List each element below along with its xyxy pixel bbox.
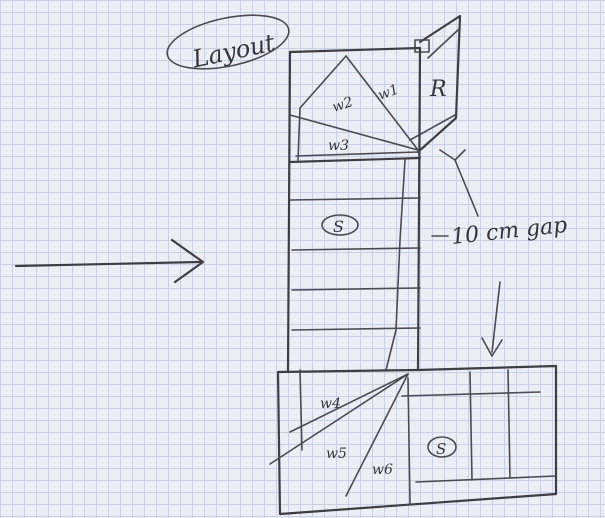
upper-flight-oval [321, 214, 359, 236]
room-label-w5: w5 [326, 446, 347, 462]
title-text: Layout [189, 29, 278, 74]
lower-flight-label: S [436, 440, 446, 458]
gap-annotation: 10 cm gap [431, 149, 568, 357]
room-label-w3: w3 [328, 138, 349, 154]
upper-flight: w1 w2 w3 S [286, 46, 422, 374]
title-oval [166, 14, 290, 70]
room-label-w2: w2 [330, 94, 355, 116]
landing-post [414, 39, 430, 53]
landing-box: R [409, 14, 462, 154]
direction-arrow [14, 238, 205, 284]
landing-label: R [429, 77, 447, 102]
room-label-w4: w4 [320, 396, 341, 412]
title-group: Layout [166, 14, 290, 74]
lower-flight-oval [427, 436, 457, 458]
gap-label: 10 cm gap [450, 213, 568, 250]
upper-flight-label: S [333, 217, 344, 236]
lower-flight: w4 w5 w6 S [269, 364, 558, 516]
room-label-w1: w1 [376, 82, 401, 104]
room-label-w6: w6 [372, 462, 393, 478]
